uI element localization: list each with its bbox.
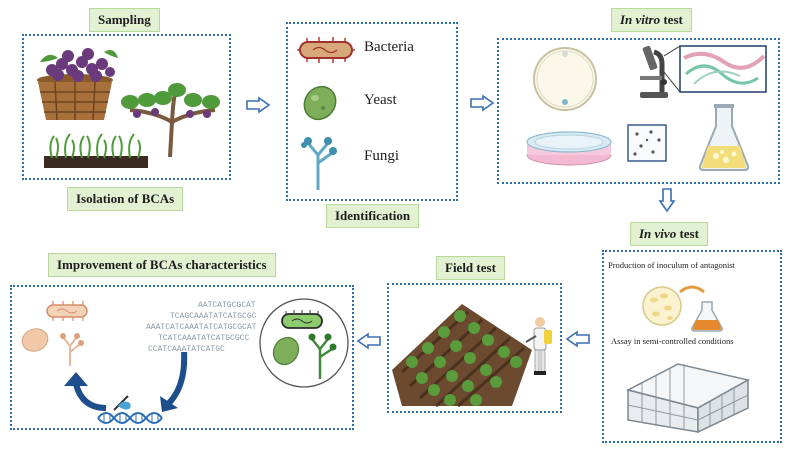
identification-label: Identification <box>326 204 420 228</box>
isolation-label: Isolation of BCAs <box>67 187 184 211</box>
arrow-right-2 <box>470 94 495 112</box>
improvement-label: Improvement of BCAs characteristics <box>48 253 276 277</box>
sampling-label: Sampling <box>89 8 160 32</box>
arrow-right-1 <box>246 96 271 114</box>
greenhouse-icon <box>625 363 751 434</box>
yeast-label: Yeast <box>364 92 397 108</box>
seedlings-icon <box>44 133 148 168</box>
inoculum-icon <box>642 285 723 332</box>
fungi-icon <box>301 137 337 190</box>
bacteria-label: Bacteria <box>364 39 414 55</box>
dna-sequence-text: AATCATGCGCAT TCAGCAAATATCATGCGC AAATCATC… <box>146 301 257 354</box>
microscope-view-icon <box>663 45 767 93</box>
dna-line-3: AAATCATCAAATATCATGCGCAT <box>146 323 257 332</box>
petri-dish-icon <box>533 47 597 111</box>
assay-text: Assay in semi-controlled conditions <box>611 336 734 346</box>
in-vivo-rest: test <box>676 226 699 241</box>
flask-icon <box>698 104 750 171</box>
dna-icon <box>97 412 163 424</box>
in-vitro-italic: In vitro <box>620 12 661 27</box>
microscope-icon <box>640 45 668 98</box>
fungi-label: Fungi <box>364 148 400 164</box>
yeast-icon <box>303 85 337 121</box>
gene-editing-icon <box>113 395 131 411</box>
grape-basket-icon <box>37 48 118 121</box>
in-vitro-label: In vitro test <box>611 8 692 32</box>
dna-line-4: TCATCAAATATCATGCGCC <box>158 334 249 343</box>
bacteria-icon <box>297 37 355 63</box>
agar-plate-icon <box>526 131 612 166</box>
production-text: Production of inoculum of antagonist <box>608 260 736 270</box>
small-bacteria-icon <box>46 301 88 321</box>
small-fungi-icon <box>60 333 84 366</box>
in-vitro-rest: test <box>660 12 683 27</box>
vineyard-icon <box>392 304 532 408</box>
cycle-arrow-left <box>64 372 107 411</box>
arrow-left-1 <box>565 330 590 348</box>
dna-line-2: TCAGCAAATATCATGCGC <box>170 312 257 321</box>
colony-plate-icon <box>627 124 667 162</box>
sprayer-person-icon <box>525 317 552 375</box>
arrow-left-2 <box>356 332 381 350</box>
grapevine-icon <box>121 83 220 158</box>
arrow-down <box>658 188 676 213</box>
zoom-circle <box>259 298 349 388</box>
cycle-arrow-right <box>160 351 188 412</box>
in-vivo-italic: In vivo <box>639 226 677 241</box>
dna-line-5: CCATCAAATATCATGC <box>148 345 225 354</box>
in-vivo-label: In vivo test <box>630 222 708 246</box>
dna-line-1: AATCATGCGCAT <box>198 301 256 310</box>
small-yeast-icon <box>21 328 49 352</box>
field-test-label: Field test <box>436 256 505 280</box>
